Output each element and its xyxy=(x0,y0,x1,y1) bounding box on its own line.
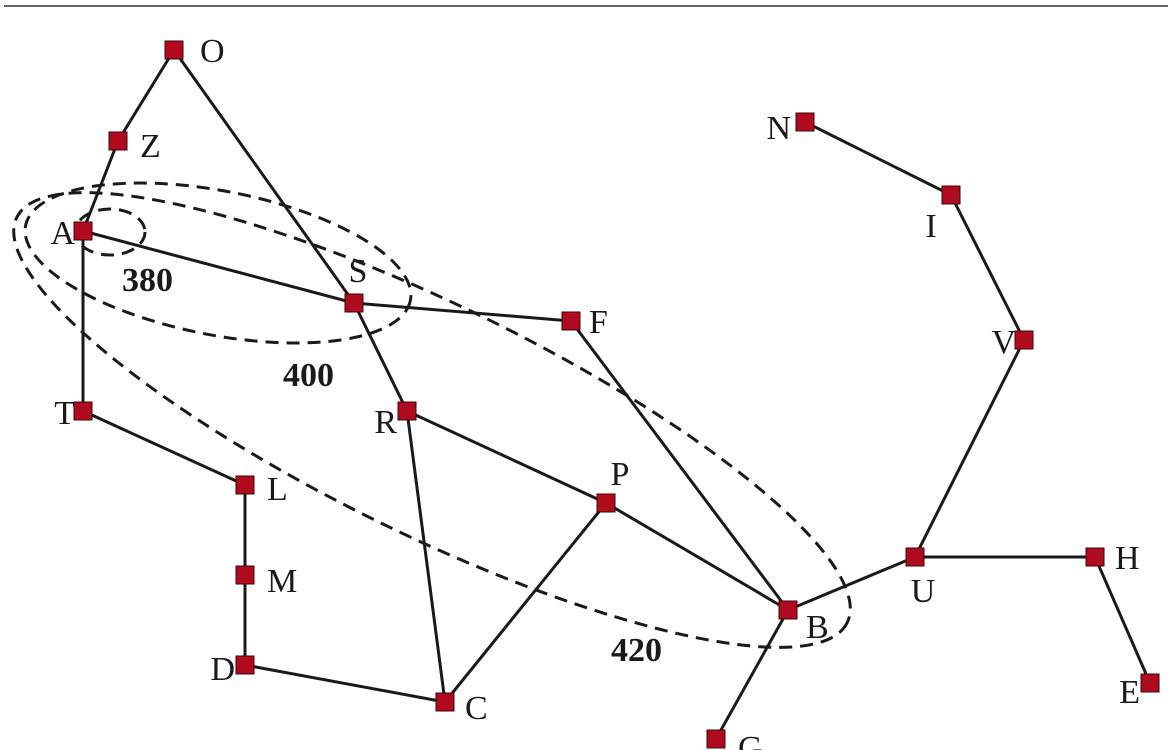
node-N xyxy=(795,112,815,132)
nodes: O Z A S F T R L P M D C B G U H E V I N xyxy=(50,33,1160,750)
node-A xyxy=(73,221,93,241)
contour-400 xyxy=(23,181,413,345)
edge-D-C xyxy=(244,663,446,704)
edge-F-B xyxy=(569,320,790,611)
edge-I-N xyxy=(804,120,952,197)
node-H xyxy=(1085,547,1105,567)
node-O xyxy=(164,40,184,60)
node-D xyxy=(235,655,255,675)
edge-B-G xyxy=(714,609,790,740)
node-label-A: A xyxy=(50,215,75,252)
node-G xyxy=(706,729,726,749)
node-E xyxy=(1140,673,1160,693)
edge-R-P xyxy=(406,409,607,505)
edge-S-F xyxy=(353,301,572,323)
node-label-L: L xyxy=(267,471,288,508)
node-C xyxy=(435,692,455,712)
edge-H-E xyxy=(1093,556,1152,684)
edge-O-S xyxy=(172,49,356,304)
node-B xyxy=(778,600,798,620)
node-label-C: C xyxy=(465,690,488,727)
contour-label-420: 420 xyxy=(611,632,662,669)
edge-A-S xyxy=(82,229,355,305)
edge-R-C xyxy=(405,410,447,703)
node-R xyxy=(397,401,417,421)
node-label-I: I xyxy=(925,208,936,245)
node-label-E: E xyxy=(1119,674,1140,711)
node-label-V: V xyxy=(991,324,1016,361)
node-label-O: O xyxy=(200,33,225,70)
node-label-S: S xyxy=(349,253,368,290)
node-M xyxy=(235,565,255,585)
edges xyxy=(81,49,1152,740)
edge-V-I xyxy=(949,194,1026,341)
edge-T-L xyxy=(82,409,246,487)
node-label-N: N xyxy=(766,110,791,147)
node-label-U: U xyxy=(911,573,936,610)
node-U xyxy=(905,547,925,567)
node-S xyxy=(344,293,364,313)
contour-label-380: 380 xyxy=(122,262,173,299)
edge-B-U xyxy=(787,555,916,612)
contours xyxy=(12,181,852,649)
edge-P-B xyxy=(605,501,789,612)
edge-P-C xyxy=(443,502,608,703)
node-label-D: D xyxy=(210,651,235,688)
node-label-F: F xyxy=(589,304,608,341)
node-P xyxy=(596,493,616,513)
node-label-R: R xyxy=(374,404,397,441)
contour-label-400: 400 xyxy=(283,357,334,394)
node-Z xyxy=(108,131,128,151)
edge-O-Z xyxy=(116,49,176,142)
node-label-H: H xyxy=(1115,540,1140,577)
node-F xyxy=(561,311,581,331)
node-label-P: P xyxy=(611,456,630,493)
node-label-G: G xyxy=(738,730,763,750)
node-L xyxy=(235,475,255,495)
node-I xyxy=(941,185,961,205)
node-label-B: B xyxy=(806,609,829,646)
edge-S-R xyxy=(352,302,409,412)
node-label-M: M xyxy=(267,563,297,600)
contour-420 xyxy=(12,191,852,649)
node-T xyxy=(73,401,93,421)
node-label-Z: Z xyxy=(140,128,161,165)
node-V xyxy=(1014,330,1034,350)
edge-U-V xyxy=(913,339,1026,558)
node-label-T: T xyxy=(54,395,75,432)
